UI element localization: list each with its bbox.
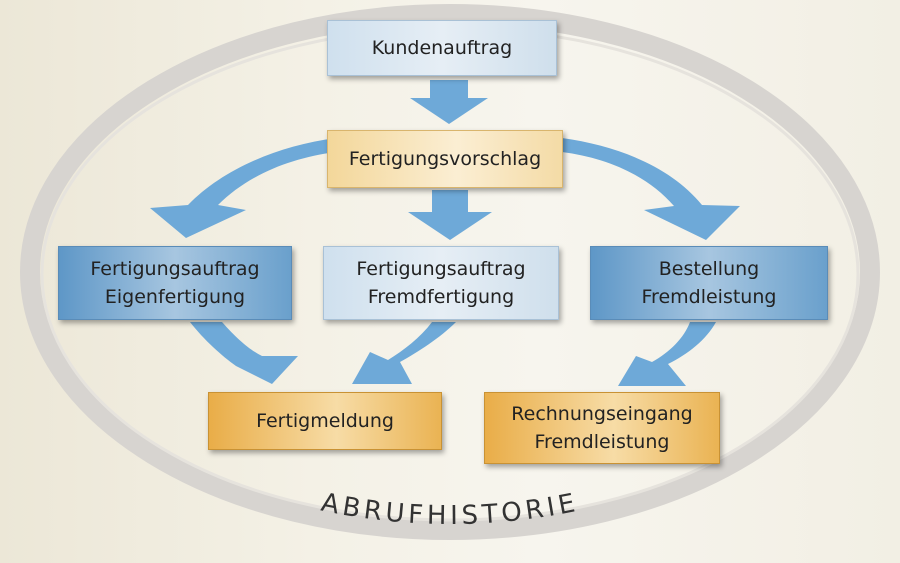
arrow-kundenauftrag-to-vorschlag <box>410 80 488 124</box>
history-ring <box>20 4 880 540</box>
node-fertigmeldung-label: Fertigmeldung <box>256 410 394 432</box>
node-bestellung-line1: Bestellung <box>658 258 760 280</box>
node-fa-eigenfertigung: Fertigungsauftrag Eigenfertigung <box>58 246 292 320</box>
node-kundenauftrag: Kundenauftrag <box>327 20 557 76</box>
node-fa-fremd-line2: Fremdfertigung <box>367 286 515 308</box>
node-kundenauftrag-label: Kundenauftrag <box>371 37 513 59</box>
node-fa-fremd-line1: Fertigungsauftrag <box>356 258 526 280</box>
node-bestellung-line2: Fremdleistung <box>641 286 777 308</box>
node-rechnungseingang-line1: Rechnungseingang <box>511 403 693 425</box>
node-rechnungseingang: Rechnungseingang Fremdleistung <box>484 392 720 464</box>
arrow-vorschlag-to-bestellung <box>562 138 740 240</box>
arrow-vorschlag-to-fa-fremd <box>408 190 492 240</box>
node-fa-eigen-line1: Fertigungsauftrag <box>90 258 260 280</box>
node-fa-fremdfertigung: Fertigungsauftrag Fremdfertigung <box>323 246 559 320</box>
node-fertigungsvorschlag: Fertigungsvorschlag <box>327 130 563 188</box>
node-rechnungseingang-line2: Fremdleistung <box>534 431 670 453</box>
arrow-bestellung-to-rechnungseingang <box>618 322 716 386</box>
arrow-vorschlag-to-fa-eigen <box>150 138 336 238</box>
node-fertigungsvorschlag-label: Fertigungsvorschlag <box>348 148 542 170</box>
arrow-fa-fremd-to-fertigmeldung <box>352 322 456 384</box>
node-fertigmeldung: Fertigmeldung <box>208 392 442 450</box>
node-fa-eigen-line2: Eigenfertigung <box>104 286 246 308</box>
arrow-fa-eigen-to-fertigmeldung <box>190 322 298 384</box>
node-bestellung: Bestellung Fremdleistung <box>590 246 828 320</box>
